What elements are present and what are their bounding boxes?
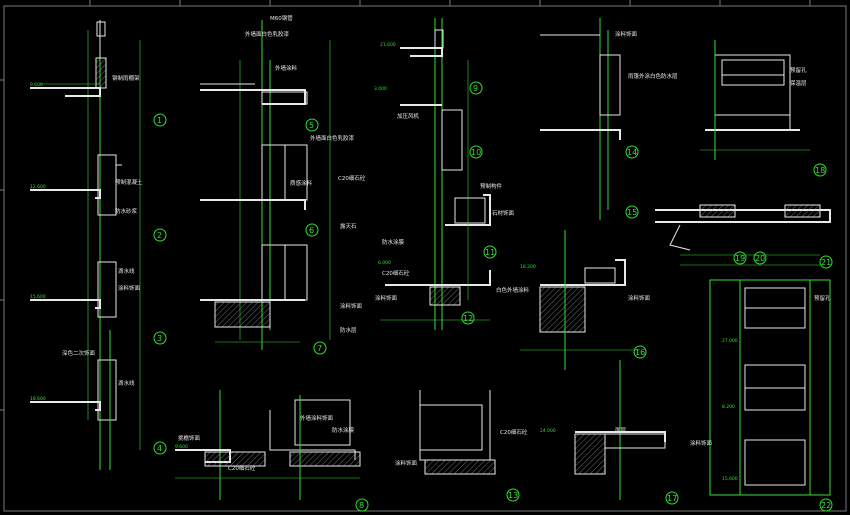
- note-d6: 预留孔: [814, 294, 831, 302]
- note-e4: 防水涂膜: [332, 426, 355, 434]
- note-a2: 预制混凝土: [115, 178, 143, 186]
- note-d2: 雨篷外涂白色防水层: [628, 72, 678, 80]
- note-a1: 钢制雨棚架: [112, 74, 140, 82]
- note-e8: 涂料饰面: [690, 439, 713, 447]
- callout-19: 19: [735, 254, 745, 263]
- detail-group-5: [520, 18, 666, 500]
- callout-4: 4: [157, 444, 162, 453]
- detail-group-4: [380, 18, 496, 475]
- note-d5: 涂料饰面: [628, 294, 651, 302]
- note-b2: 外墙面白色乳胶漆: [245, 30, 290, 38]
- note-c2: 预制构件: [480, 182, 503, 190]
- note-a5: 涂料饰面: [118, 284, 141, 292]
- callout-2: 2: [157, 231, 162, 240]
- level-8: 9.600: [175, 444, 188, 450]
- note-c6: 白色外墙涂料: [496, 286, 530, 294]
- level-1: 9.600: [30, 82, 43, 88]
- note-a6: 深色二次饰面: [62, 349, 96, 357]
- note-e2: C20细石砼: [228, 464, 256, 472]
- note-b6: C20细石砼: [338, 174, 366, 182]
- callout-18: 18: [815, 166, 825, 175]
- note-b1: M60钢管: [270, 14, 293, 22]
- note-e5: C20细石砼: [500, 428, 528, 436]
- detail-group-3: [175, 390, 361, 500]
- level-7: 6.000: [378, 260, 391, 266]
- callout-5: 5: [309, 121, 314, 130]
- note-e3: 外墙涂料饰面: [300, 414, 334, 422]
- callout-13: 13: [508, 491, 518, 500]
- note-c1: 加压风机: [397, 112, 420, 120]
- callout-21: 21: [821, 258, 831, 267]
- note-d1: 涂料饰面: [615, 30, 638, 38]
- callout-12: 12: [463, 314, 473, 323]
- note-b8: 涂料饰面: [340, 302, 363, 310]
- callout-22: 22: [821, 501, 831, 510]
- note-c3: 石材饰面: [492, 209, 515, 217]
- note-b4: 外墙面白色乳胶漆: [310, 134, 355, 142]
- detail-group-6: [655, 40, 831, 496]
- note-e7: 面层: [615, 427, 627, 434]
- note-b7: 露天石: [340, 223, 357, 230]
- callout-1: 1: [157, 116, 162, 125]
- annotation-notes: 钢制雨棚架 预制混凝土 防水砂浆 滴水线 涂料饰面 深色二次饰面 滴水线 M60…: [62, 14, 831, 472]
- note-c4: 防水涂膜: [382, 238, 405, 246]
- level-11: 8.200: [722, 404, 735, 410]
- callout-6: 6: [309, 226, 314, 235]
- level-2: 12.600: [30, 184, 46, 190]
- callout-14: 14: [627, 148, 637, 157]
- note-a4: 滴水线: [118, 267, 135, 275]
- detail-group-1: [30, 20, 141, 470]
- note-d3: 预留孔: [790, 66, 807, 74]
- note-d4: 保温层: [790, 79, 807, 87]
- callout-8: 8: [359, 501, 364, 510]
- level-marks: 9.600 12.600 15.600 18.600 21.600 3.000 …: [30, 42, 738, 482]
- note-a3: 防水砂浆: [115, 207, 138, 215]
- note-b3: 外墙涂料: [275, 64, 298, 72]
- note-e6: 涂料饰面: [395, 459, 418, 467]
- callout-7: 7: [317, 344, 322, 353]
- note-b9: 防水层: [340, 326, 357, 334]
- callout-15: 15: [627, 208, 637, 217]
- callout-10: 10: [471, 148, 481, 157]
- callout-17: 17: [667, 494, 677, 503]
- level-9: 24.000: [540, 428, 556, 434]
- callout-11: 11: [485, 248, 495, 257]
- detail-group-2: [200, 20, 331, 350]
- level-4: 18.600: [30, 396, 46, 402]
- note-c7: 涂料饰面: [375, 294, 398, 302]
- level-5: 21.600: [380, 42, 396, 48]
- callout-3: 3: [157, 334, 162, 343]
- callout-16: 16: [635, 348, 645, 357]
- level-3: 15.600: [30, 294, 46, 300]
- callout-9: 9: [473, 84, 478, 93]
- callout-20: 20: [755, 254, 765, 263]
- level-6: 3.000: [374, 86, 387, 92]
- note-c5: C20细石砼: [382, 269, 410, 277]
- note-e1: 挑檐饰面: [178, 434, 201, 442]
- level-10: 27.000: [722, 338, 738, 344]
- level-12: 15.600: [722, 476, 738, 482]
- level-13: 18.200: [520, 264, 536, 270]
- note-a7: 滴水线: [118, 379, 135, 387]
- note-b5: 质感涂料: [290, 179, 313, 187]
- callout-bubbles: 1 2 3 4 5 6 7 8 9 10 11 12 13 14 15 16 1…: [153, 81, 833, 512]
